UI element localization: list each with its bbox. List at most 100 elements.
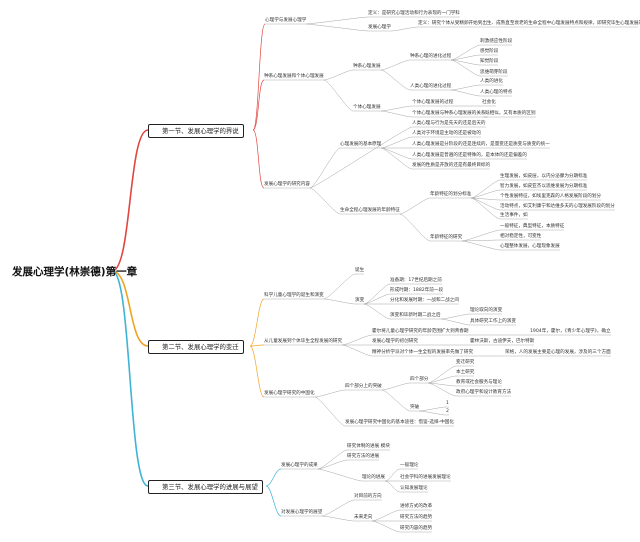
- topic-node[interactable]: 生理发展，如皮层，以内分泌腺为分期标准: [500, 174, 588, 179]
- topic-node[interactable]: 分化和发展时期：一战和二战之间: [390, 298, 459, 303]
- topic-node[interactable]: 发展心理学的初创研究: [372, 339, 418, 344]
- topic-node[interactable]: 智力发展，如皮亚杰以思维发展为分期标准: [500, 184, 588, 189]
- topic-node[interactable]: 发展心理学的成果: [281, 463, 318, 468]
- topic-node[interactable]: 发展心理学的研究内容: [264, 182, 310, 187]
- topic-node[interactable]: 演变和毕新时期二战之后: [390, 313, 441, 318]
- topic-node[interactable]: 生活事件，如: [500, 213, 528, 218]
- topic-node[interactable]: 社会学科的进展发展理论: [400, 475, 451, 480]
- topic-node[interactable]: 人类心理的进化过程: [410, 84, 452, 89]
- topic-node[interactable]: 研究体制的进展 模块: [347, 444, 390, 449]
- topic-node[interactable]: 突破: [410, 405, 420, 410]
- topic-node[interactable]: 年龄特征的划分标准: [430, 192, 472, 197]
- topic-node[interactable]: 心理学与发展心理学: [265, 18, 307, 23]
- topic-node[interactable]: 思维萌芽阶段: [480, 70, 508, 75]
- topic-node[interactable]: 理论取向的演变: [470, 308, 503, 313]
- topic-node[interactable]: 霍尔将儿童心理学研究的年龄范围扩大到青春期: [372, 329, 469, 334]
- topic-node[interactable]: 种系心理发展: [353, 64, 381, 69]
- topic-node[interactable]: 生命全程心理发展的年龄特征: [340, 208, 400, 213]
- connector-line: [450, 89, 481, 97]
- topic-node[interactable]: 四个部分上的突破: [345, 384, 382, 389]
- topic-node[interactable]: 精神分析学派对个体一生全程的发展率先做了研究: [372, 350, 474, 355]
- topic-node[interactable]: 政府心理学和设计教育方法: [456, 390, 512, 395]
- topic-node[interactable]: 心理发展的基本原理: [340, 142, 382, 147]
- topic-node[interactable]: 准备期：17世纪后期之前: [390, 278, 442, 283]
- topic-node[interactable]: 心理整体发展，心理现象发展: [500, 244, 560, 249]
- connector-line: [249, 298, 265, 347]
- topic-node[interactable]: 荣格，人的发展主要是心理的发展，涉及的三个方面: [505, 350, 611, 355]
- topic-node[interactable]: 定义：研究个体从受精卵开始到出生、成熟直至衰老的生命全程中心理发展特点和规律，即…: [418, 21, 640, 26]
- topic-node[interactable]: 霍林沃斯，古迪伊夫，巴尔特斯: [470, 339, 535, 344]
- connector-line: [252, 129, 265, 189]
- connector-line: [440, 313, 471, 320]
- connector-line: [418, 410, 447, 416]
- topic-node[interactable]: 个体心理发展: [353, 105, 381, 110]
- topic-node[interactable]: 形成时期：1882年前一段: [390, 288, 444, 293]
- topic-node[interactable]: 发展心理学研究中国化的基本途径：借鉴-选择-中国化: [345, 420, 454, 425]
- connector-line: [470, 197, 501, 220]
- topic-node[interactable]: 诞生: [355, 268, 365, 273]
- connector-line: [323, 69, 354, 81]
- topic-node[interactable]: 定义：是研究心理活动和行为表现的一门学科: [368, 11, 460, 16]
- section-label: 第一节、发展心理学的界说: [162, 127, 239, 135]
- topic-node[interactable]: 知觉阶段: [480, 59, 499, 64]
- topic-node[interactable]: 种系心理的进化过程: [410, 54, 452, 59]
- topic-node[interactable]: 种系心理发展和个体心理发展: [264, 74, 324, 79]
- topic-node[interactable]: 理论的进展: [362, 475, 385, 480]
- topic-node[interactable]: 进修方式的改革: [400, 504, 433, 509]
- topic-node[interactable]: 演变: [355, 298, 365, 303]
- topic-node[interactable]: 发展心理学: [368, 25, 391, 30]
- topic-node[interactable]: 年龄特征的研究: [430, 235, 463, 240]
- topic-node[interactable]: 个性发展特征，如埃里克森的人格发展阶段的划分: [500, 194, 602, 199]
- topic-node[interactable]: 个体心理发展与种系心理发展的关系: [412, 111, 486, 116]
- topic-node[interactable]: 教育或社会服务与理论: [456, 380, 502, 385]
- section-1-node[interactable]: 1 第一节、发展心理学的界说: [148, 124, 244, 138]
- topic-node[interactable]: 认知发展理论: [400, 486, 428, 491]
- topic-node[interactable]: 2: [446, 409, 449, 414]
- topic-node[interactable]: 本土研究: [456, 370, 475, 375]
- root-title[interactable]: 发展心理学(林崇德)第一章: [12, 266, 138, 278]
- topic-node[interactable]: 人类心理发展是普遍的还是特殊的，是本体的还是偏差的: [412, 153, 527, 158]
- topic-node[interactable]: 未来走向: [354, 515, 373, 520]
- connector-line: [427, 382, 457, 387]
- topic-node[interactable]: 活动特点，如艾利康宁和达维多夫的心理发展阶段的划分: [500, 204, 615, 209]
- topic-node[interactable]: 发展的性质是开放的还是有最终目标的: [412, 163, 491, 168]
- connector-line: [317, 468, 363, 482]
- topic-node[interactable]: 一般特征，典型特征，本质特征: [500, 224, 565, 229]
- topic-node[interactable]: 人类心理与行为是先天的还是后天的: [412, 121, 486, 126]
- topic-node[interactable]: 人类心理发展是分阶段的还是连续的，是量变还是质变与质变的统一: [412, 142, 550, 147]
- topic-node[interactable]: 研究内容的趋势: [400, 526, 433, 531]
- connector-line: [371, 509, 401, 522]
- topic-node[interactable]: 四个部分: [410, 377, 429, 382]
- topic-node[interactable]: 对发展心理学的展望: [281, 510, 323, 515]
- topic-node[interactable]: 感觉阶段: [480, 49, 499, 54]
- topic-node[interactable]: 人类心理的特点: [480, 90, 513, 95]
- connector-line: [314, 396, 346, 427]
- connector-line: [380, 136, 413, 149]
- topic-node[interactable]: 1: [446, 401, 449, 406]
- topic-node[interactable]: 变迁研究: [456, 360, 475, 365]
- topic-node[interactable]: 具体研究工作上的演变: [470, 319, 516, 324]
- topic-node[interactable]: 科学儿童心理学的诞生和演变: [264, 293, 324, 298]
- section-number-badge: 1: [153, 128, 157, 134]
- topic-node[interactable]: 1904年，霍尔，《青少年心理学》，确立: [530, 329, 611, 334]
- topic-node[interactable]: 人类的进化: [480, 79, 503, 84]
- topic-node[interactable]: 研究方法的进展: [347, 454, 380, 459]
- topic-node[interactable]: 个体心理发展的过程: [412, 100, 454, 105]
- topic-node[interactable]: 从儿童发展到个体毕生全程发展的研究: [264, 339, 343, 344]
- connector-line: [317, 459, 348, 470]
- connector-line: [305, 23, 369, 32]
- topic-node[interactable]: 社会化: [482, 100, 496, 105]
- connector-line: [265, 468, 282, 487]
- topic-node[interactable]: 发展心理学研究的中国化: [264, 391, 315, 396]
- topic-node[interactable]: 人类对于环境是主动的还是被动的: [412, 131, 481, 136]
- topic-node[interactable]: 一般理论: [400, 463, 419, 468]
- topic-node[interactable]: 研究方法的趋势: [400, 515, 433, 520]
- topic-node[interactable]: 刺激感应性阶段: [480, 39, 513, 44]
- topic-node[interactable]: 既相似，又有本质的区别: [485, 111, 536, 116]
- connector-line: [111, 270, 149, 487]
- topic-node[interactable]: 相对稳定性，可变性: [500, 234, 542, 239]
- topic-node[interactable]: 对目前的方向: [354, 494, 382, 499]
- connector-line: [249, 345, 265, 398]
